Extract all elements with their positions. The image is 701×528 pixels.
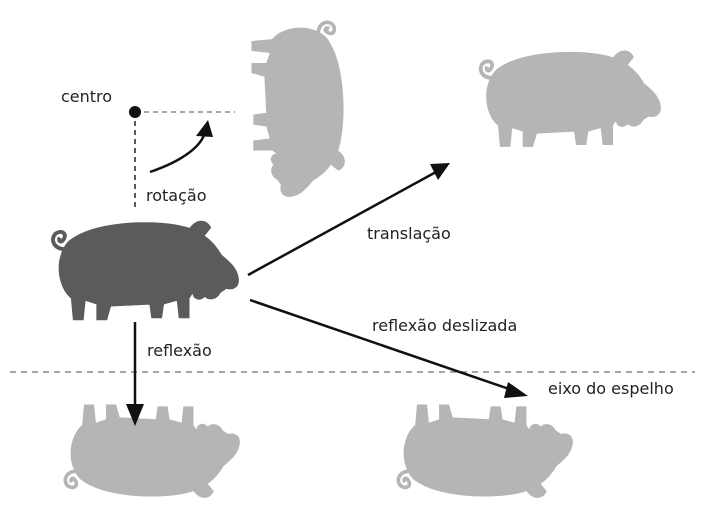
rotation-label: rotação: [146, 186, 207, 205]
glide-reflection-arrowhead: [504, 382, 528, 398]
rotation-arrow: [149, 131, 207, 174]
translated-pig: [478, 49, 663, 149]
translation-arrow: [247, 170, 437, 277]
original-pig: [51, 219, 241, 322]
reflected-pig: [63, 403, 242, 500]
center-label: centro: [61, 87, 113, 106]
translation-label: translação: [367, 224, 451, 243]
glide-reflected-pig: [396, 403, 575, 500]
rotation-arrowhead: [196, 120, 213, 137]
rotated-pig: [250, 20, 347, 199]
translation-arrowhead: [430, 163, 450, 180]
glide-reflection-label: reflexão deslizada: [372, 316, 518, 335]
mirror-axis-label: eixo do espelho: [548, 379, 674, 398]
glide-reflection-arrow: [249, 298, 513, 392]
reflection-label: reflexão: [147, 341, 212, 360]
reflection-arrowhead: [126, 404, 144, 426]
rotation-center-dot: [129, 106, 141, 118]
